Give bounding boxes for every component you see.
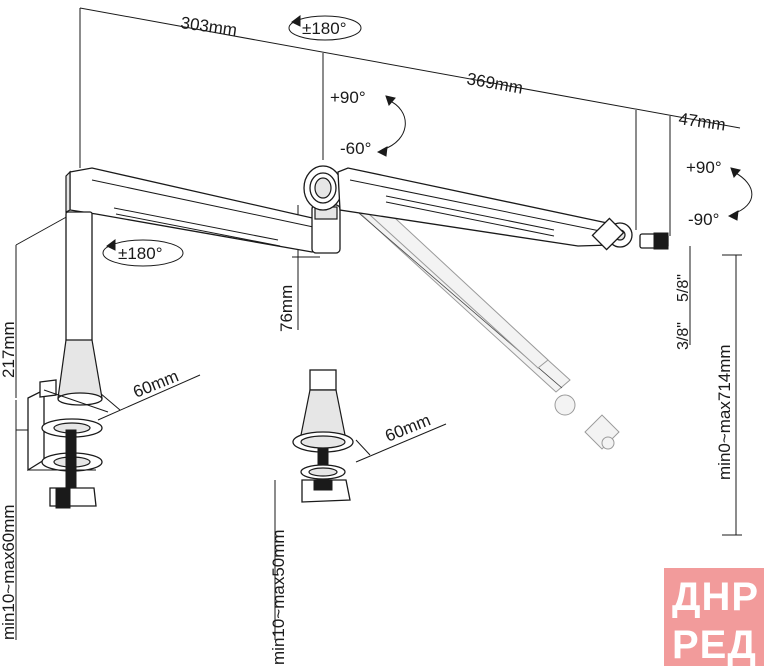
label-clamp-range: min10~max60mm [0,504,18,640]
dimension-lines [15,7,742,640]
label-base-rotation: ±180° [118,244,163,263]
watermark-line2: РЕД [672,623,757,667]
label-tip-length: 47mm [677,109,726,134]
label-thread-large: 5/8" [675,274,692,302]
label-head-tilt-down: -90° [688,210,719,229]
label-arm1-length: 303mm [179,13,238,40]
label-arm2-length: 369mm [465,69,524,98]
dimension-labels: 303mm ±180° 369mm 47mm +90° -60° +90° -9… [0,13,734,665]
desk-clamp [27,211,109,509]
label-elbow-drop: 76mm [277,285,296,332]
grommet-mount [292,369,354,503]
watermark-line1: ДНР [672,575,759,619]
label-grommet-range: min10~max50mm [269,529,288,665]
rotation-arrows [102,15,753,267]
label-pole-height: 217mm [0,321,18,378]
label-head-tilt-up: +90° [686,158,722,177]
ghost-arm [339,184,620,450]
label-elbow-tilt-down: -60° [340,139,371,158]
label-clamp-depth: 60mm [130,366,181,401]
label-elbow-tilt-up: +90° [330,88,366,107]
watermark-logo: ДНР РЕД [664,568,764,667]
label-thread-small: 3/8" [675,322,692,350]
label-reach-range: min0~max714mm [715,344,734,480]
label-top-rotation: ±180° [302,19,347,38]
boom-arm [65,165,669,254]
